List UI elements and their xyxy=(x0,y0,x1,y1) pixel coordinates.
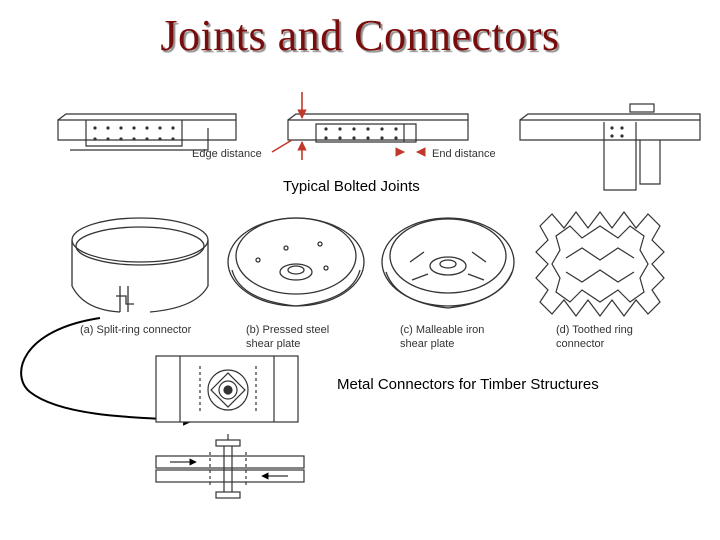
bolted-joint-lap xyxy=(57,113,237,151)
connector-a-label: (a) Split-ring connector xyxy=(80,324,192,336)
connector-assembly-plan xyxy=(155,355,299,423)
malleable-iron-shear-plate xyxy=(381,217,515,309)
pointer-arrow xyxy=(20,317,196,426)
connector-c-label-2: shear plate xyxy=(400,338,454,350)
bolted-joint-tee xyxy=(519,103,701,191)
metal-connectors-caption: Metal Connectors for Timber Structures xyxy=(337,376,599,393)
connector-b-label-1: (b) Pressed steel xyxy=(246,324,329,336)
connector-d-label-1: (d) Toothed ring xyxy=(556,324,633,336)
split-ring-connector xyxy=(71,217,209,313)
bolted-joint-butt xyxy=(287,113,469,143)
slide-title: Joints and Connectors xyxy=(160,11,560,60)
toothed-ring-connector xyxy=(535,211,665,317)
connector-b-label-2: shear plate xyxy=(246,338,300,350)
connector-assembly-section xyxy=(155,434,305,499)
pressed-steel-shear-plate xyxy=(227,217,365,307)
end-distance-label: End distance xyxy=(432,148,496,160)
connector-d-label-2: connector xyxy=(556,338,605,350)
edge-distance-label: Edge distance xyxy=(192,148,262,160)
edge-distance-arrows xyxy=(271,92,426,160)
connector-c-label-1: (c) Malleable iron xyxy=(400,324,484,336)
bolted-joints-caption: Typical Bolted Joints xyxy=(283,178,420,195)
